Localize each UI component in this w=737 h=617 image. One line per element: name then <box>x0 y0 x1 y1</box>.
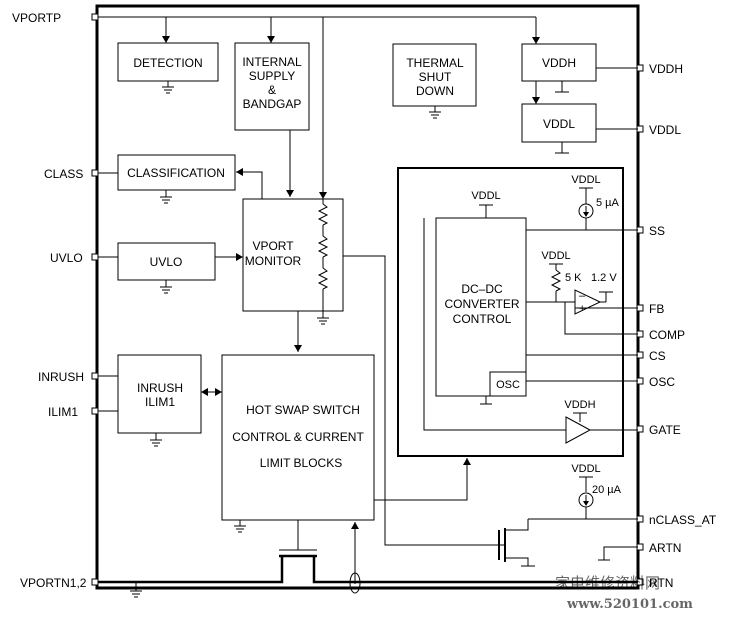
uvlo-block: UVLO <box>98 242 243 294</box>
pin-ilim1: ILIM1 <box>48 405 99 419</box>
internal-supply-line4: BANDGAP <box>243 97 302 111</box>
watermark-url: www.520101.com <box>566 597 693 612</box>
pin-vddl-label: VDDL <box>649 123 681 137</box>
pin-vddh-label: VDDH <box>649 62 683 76</box>
current-20ua-label: 20 µA <box>592 484 622 496</box>
watermark: 家电维修资料网 www.520101.com <box>555 574 693 612</box>
pin-artn-label: ARTN <box>649 541 681 555</box>
vddl-block-label: VDDL <box>543 117 575 131</box>
res-5k-label: 5 K <box>565 272 582 284</box>
thermal-line3: DOWN <box>416 84 454 98</box>
pin-vportn: VPORTN1,2 <box>20 576 99 590</box>
pin-nclass-at-label: nCLASS_AT <box>649 513 717 527</box>
rail-arrowheads <box>162 36 540 199</box>
pin-uvlo-label: UVLO <box>50 251 83 265</box>
pin-vportp-label: VPORTP <box>12 11 61 25</box>
pin-class-label: CLASS <box>44 167 83 181</box>
detection-block: DETECTION <box>117 42 219 94</box>
vportn-ground <box>130 582 142 598</box>
pin-vportn-label: VPORTN1,2 <box>20 576 87 590</box>
pin-nclass-at: nCLASS_AT <box>636 513 717 527</box>
internal-supply-block: INTERNAL SUPPLY & BANDGAP <box>234 42 310 197</box>
vddh-block-label: VDDH <box>542 56 576 70</box>
inrush-line1: INRUSH <box>137 381 183 395</box>
watermark-cn: 家电维修资料网 <box>555 574 660 592</box>
pin-gate-label: GATE <box>649 423 681 437</box>
thermal-line2: SHUT <box>419 70 452 84</box>
pin-rtn-label: RTN <box>649 576 673 590</box>
hot-swap-block: HOT SWAP SWITCH CONTROL & CURRENT LIMIT … <box>221 354 471 594</box>
internal-supply-line3: & <box>268 83 276 97</box>
pin-ilim1-label: ILIM1 <box>48 405 78 419</box>
pin-comp: COMP <box>636 328 685 342</box>
classification-block: CLASSIFICATION <box>98 154 263 204</box>
inrush-block: INRUSH ILIM1 <box>98 354 222 447</box>
internal-supply-line1: INTERNAL <box>242 55 302 69</box>
inrush-line2: ILIM1 <box>145 395 175 409</box>
ref-1v2-label: 1.2 V <box>591 272 617 284</box>
hot-swap-line2: CONTROL & CURRENT <box>232 430 364 444</box>
thermal-shutdown-block: THERMAL SHUT DOWN <box>392 43 477 119</box>
osc-block-label: OSC <box>496 379 520 391</box>
vport-monitor-line2: MONITOR <box>245 254 302 268</box>
dcdc-line2: CONVERTER <box>444 297 519 311</box>
vddl-class-label: VDDL <box>571 463 600 475</box>
dcdc-line3: CONTROL <box>453 312 512 326</box>
pin-ss: SS <box>636 224 665 238</box>
pin-inrush-label: INRUSH <box>38 370 84 384</box>
pin-osc-label: OSC <box>649 375 675 389</box>
pin-osc: OSC <box>636 375 675 389</box>
pin-artn: ARTN <box>636 541 681 555</box>
pin-uvlo: UVLO <box>50 251 99 265</box>
current-5ua-label: 5 µA <box>596 197 620 209</box>
pin-ss-label: SS <box>649 224 665 238</box>
classification-label: CLASSIFICATION <box>127 166 225 180</box>
pin-gate: GATE <box>636 423 681 437</box>
vddh-gate-label: VDDH <box>564 399 595 411</box>
pin-comp-label: COMP <box>649 328 685 342</box>
hot-swap-line1: HOT SWAP SWITCH <box>246 403 360 417</box>
thermal-line1: THERMAL <box>406 56 464 70</box>
pin-inrush: INRUSH <box>38 370 99 384</box>
vport-monitor-line1: VPORT <box>252 239 294 253</box>
vddl-res-label: VDDL <box>541 250 570 262</box>
pin-vddl: VDDL <box>636 123 681 137</box>
vport-monitor-block: VPORT MONITOR <box>242 198 505 546</box>
uvlo-block-label: UVLO <box>150 255 183 269</box>
nclass-at-circuit: VDDL 20 µA <box>498 463 638 567</box>
amp-plus-sign: + <box>579 303 585 315</box>
internal-supply-line2: SUPPLY <box>249 69 295 83</box>
vddh-block: VDDH <box>521 43 638 104</box>
hot-swap-mosfet <box>98 549 638 584</box>
hot-swap-line3: LIMIT BLOCKS <box>260 456 342 470</box>
vddl-block: VDDL <box>521 103 638 154</box>
detection-label: DETECTION <box>133 56 202 70</box>
pin-fb: FB <box>636 302 664 316</box>
pin-cs-label: CS <box>649 349 666 363</box>
chip-outline <box>95 4 640 590</box>
vddl-ss-label: VDDL <box>571 174 600 186</box>
dcdc-subsystem: DC–DC CONVERTER CONTROL OSC VDDL VDDL 5 … <box>397 167 638 457</box>
pin-vportp: VPORTP <box>12 11 99 25</box>
pin-fb-label: FB <box>649 302 664 316</box>
pin-cs: CS <box>636 349 666 363</box>
pin-class: CLASS <box>44 167 99 181</box>
amp-minus-sign: – <box>579 290 586 302</box>
pin-vddh: VDDH <box>636 62 683 76</box>
vddl-top-label: VDDL <box>471 190 500 202</box>
dcdc-line1: DC–DC <box>461 282 503 296</box>
